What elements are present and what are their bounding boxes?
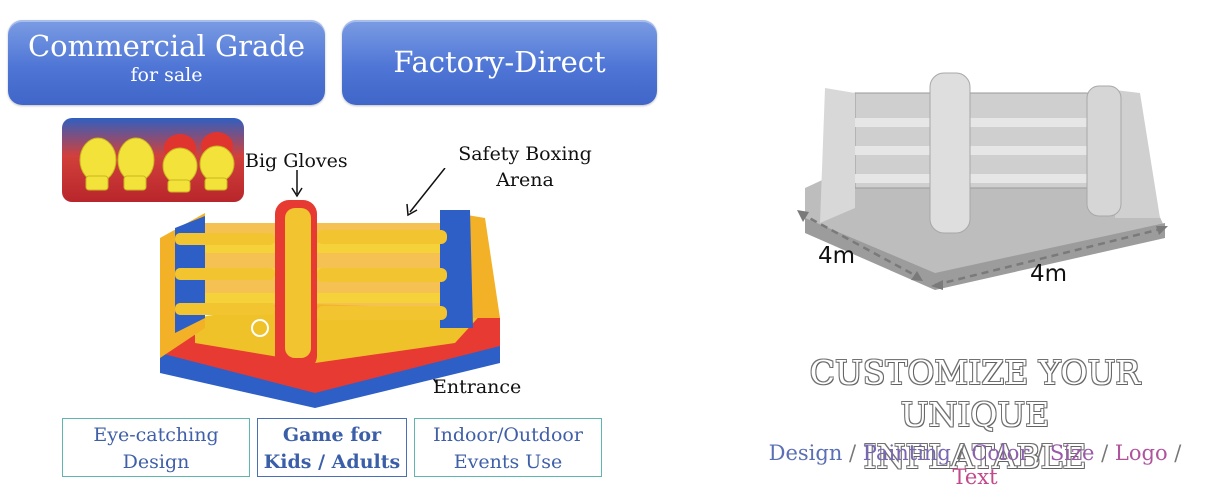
option-painting: Painting bbox=[862, 441, 951, 465]
feature-kids-adults-line2: Kids / Adults bbox=[263, 451, 401, 473]
feature-eye-catching-line2: Design bbox=[122, 451, 190, 473]
feature-indoor-outdoor-line2: Events Use bbox=[453, 451, 563, 473]
customize-title-line1: CUSTOMIZE YOUR UNIQUE bbox=[809, 353, 1141, 434]
width-dimension-label: 4m bbox=[818, 243, 856, 269]
separator: / bbox=[842, 441, 863, 465]
factory-direct-label: Factory-Direct bbox=[393, 45, 606, 79]
glove-icon-3 bbox=[162, 134, 198, 193]
big-gloves-label: Big Gloves bbox=[245, 150, 348, 172]
glove-icon-4 bbox=[199, 132, 235, 191]
option-color: Color bbox=[971, 441, 1030, 465]
dimension-arrows bbox=[799, 211, 1166, 287]
option-design: Design bbox=[768, 441, 843, 465]
glove-icon-1 bbox=[79, 137, 117, 191]
glove-icon-2 bbox=[117, 137, 155, 191]
option-size: Size bbox=[1049, 441, 1095, 465]
feature-kids-adults-line1: Game for bbox=[282, 424, 382, 446]
feature-kids-adults: Game for Kids / Adults bbox=[257, 418, 407, 477]
feature-eye-catching-line1: Eye-catching bbox=[93, 424, 219, 446]
customize-title: CUSTOMIZE YOUR UNIQUE INFLATABLE bbox=[745, 352, 1205, 478]
commercial-grade-title: Commercial Grade bbox=[27, 29, 305, 63]
feature-indoor-outdoor-line1: Indoor/Outdoor bbox=[433, 424, 583, 446]
for-sale-subtitle: for sale bbox=[130, 64, 203, 86]
factory-direct-badge: Factory-Direct bbox=[342, 20, 657, 105]
separator: / bbox=[1094, 441, 1115, 465]
entrance-label: Entrance bbox=[433, 376, 522, 398]
feature-eye-catching: Eye-catching Design bbox=[62, 418, 250, 477]
feature-indoor-outdoor: Indoor/Outdoor Events Use bbox=[414, 418, 602, 477]
inflatable-boxing-ring-image bbox=[160, 168, 500, 408]
option-text: Text bbox=[952, 465, 998, 489]
length-dimension-label: 4m bbox=[1030, 261, 1068, 287]
grayscale-ring-image bbox=[797, 72, 1168, 290]
separator: / bbox=[1167, 441, 1182, 465]
safety-arena-label: Safety Boxing Arena bbox=[450, 141, 600, 193]
customize-title-line2: INFLATABLE bbox=[863, 437, 1087, 476]
safety-arena-line1: Safety Boxing bbox=[458, 143, 592, 165]
safety-arena-line2: Arena bbox=[496, 169, 554, 191]
customize-options: Design / Painting / Color / Size / Logo … bbox=[745, 441, 1205, 489]
separator: / bbox=[1029, 441, 1050, 465]
option-logo: Logo bbox=[1114, 441, 1168, 465]
separator: / bbox=[950, 441, 972, 465]
gloves-photo bbox=[62, 118, 244, 202]
commercial-grade-badge: Commercial Grade for sale bbox=[8, 20, 325, 105]
